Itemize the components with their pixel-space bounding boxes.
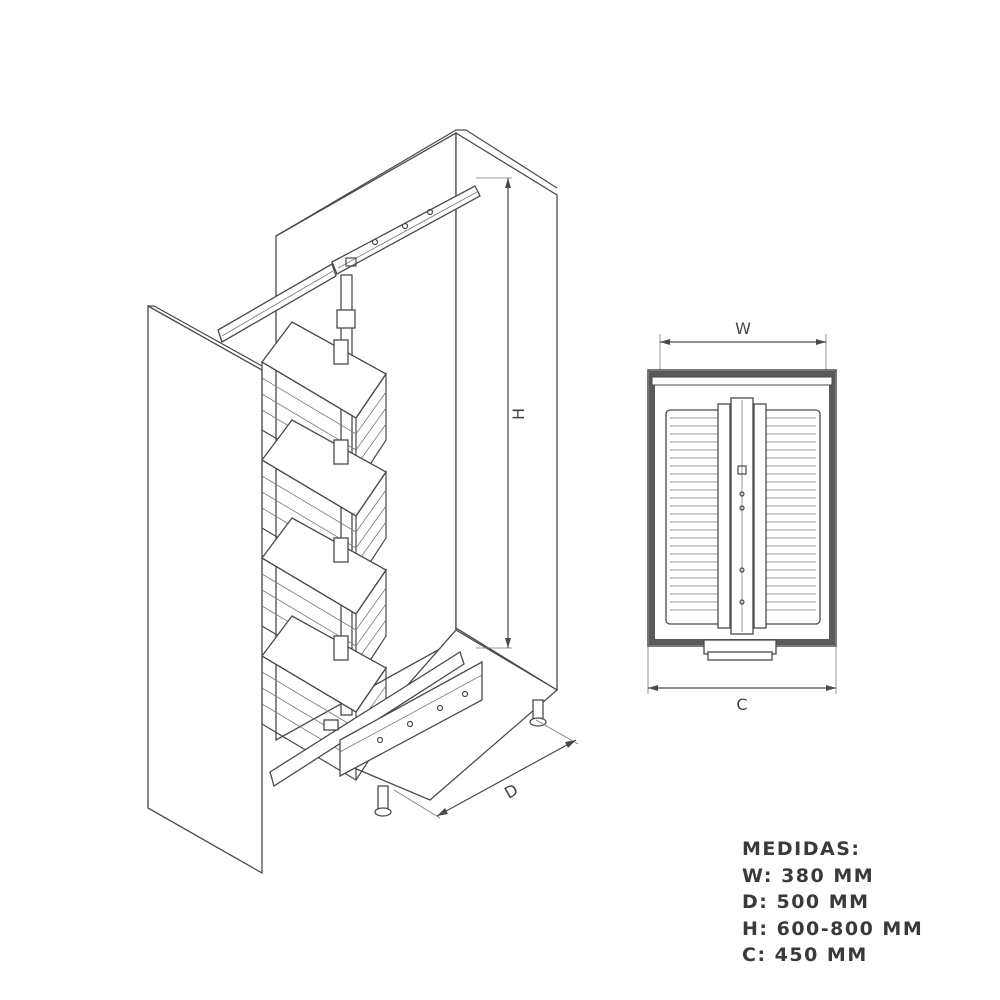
top-view-central-post [717, 397, 767, 635]
height-label: H [509, 408, 528, 420]
measurement-cabinet: C: 450 MM [742, 944, 868, 966]
front-door-side [147, 304, 263, 875]
width-label: W [735, 319, 751, 338]
bottom-runner [269, 651, 483, 788]
cabinet-top-view: W [647, 319, 837, 714]
measurements-heading: MEDIDAS: [742, 838, 861, 860]
width-dimension: W [659, 319, 827, 374]
top-view-front-rail [651, 376, 833, 386]
measurement-width: W: 380 MM [742, 864, 875, 887]
cabinet-isometric-view: H D [147, 129, 579, 875]
top-rail [217, 185, 481, 343]
depth-label: D [501, 780, 521, 803]
cabinet-label: C [736, 695, 747, 714]
top-view-basket-right [757, 409, 821, 625]
front-door-top [148, 305, 263, 367]
cabinet-dimension: C [647, 646, 837, 714]
cabinet-right-panel [455, 131, 558, 692]
height-dimension: H [476, 177, 528, 649]
cabinet-top-edge [275, 129, 558, 237]
measurements-block: MEDIDAS: W: 380 MM D: 500 MM H: 600-800 … [742, 836, 992, 969]
measurement-depth: D: 500 MM [742, 891, 870, 913]
measurement-height: H: 600-800 MM [742, 917, 924, 940]
cabinet-feet [374, 699, 547, 817]
top-view-base-plate [703, 639, 777, 661]
